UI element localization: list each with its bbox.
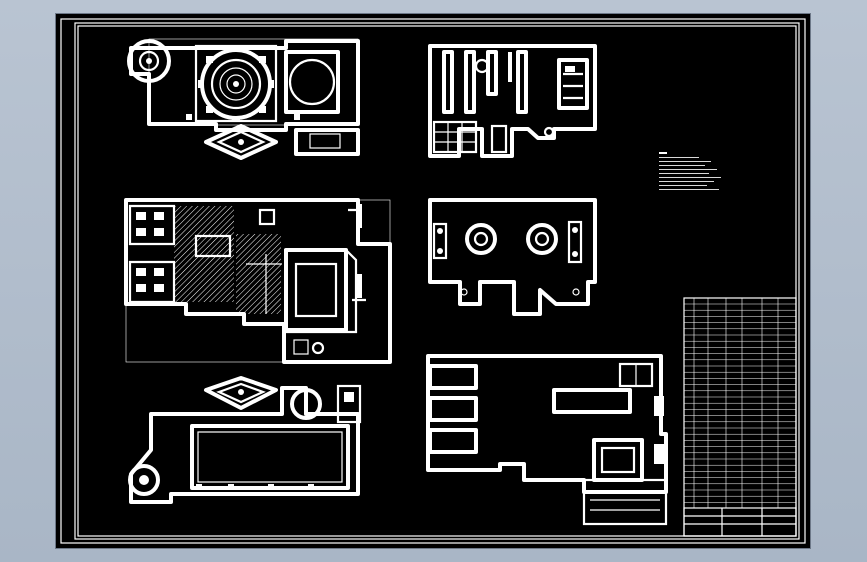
title-block-icon (683, 297, 797, 537)
cad-drawing (60, 18, 806, 544)
drawing-sheet-border (60, 18, 806, 544)
view-bottom-right (426, 354, 668, 526)
cad-viewport[interactable] (56, 14, 810, 548)
view-top-right (428, 44, 597, 158)
view-top-left (127, 38, 360, 160)
view-middle-right (428, 198, 597, 316)
view-middle-left (124, 198, 392, 364)
view-bottom-left (128, 376, 362, 504)
technical-notes-icon (659, 152, 721, 190)
